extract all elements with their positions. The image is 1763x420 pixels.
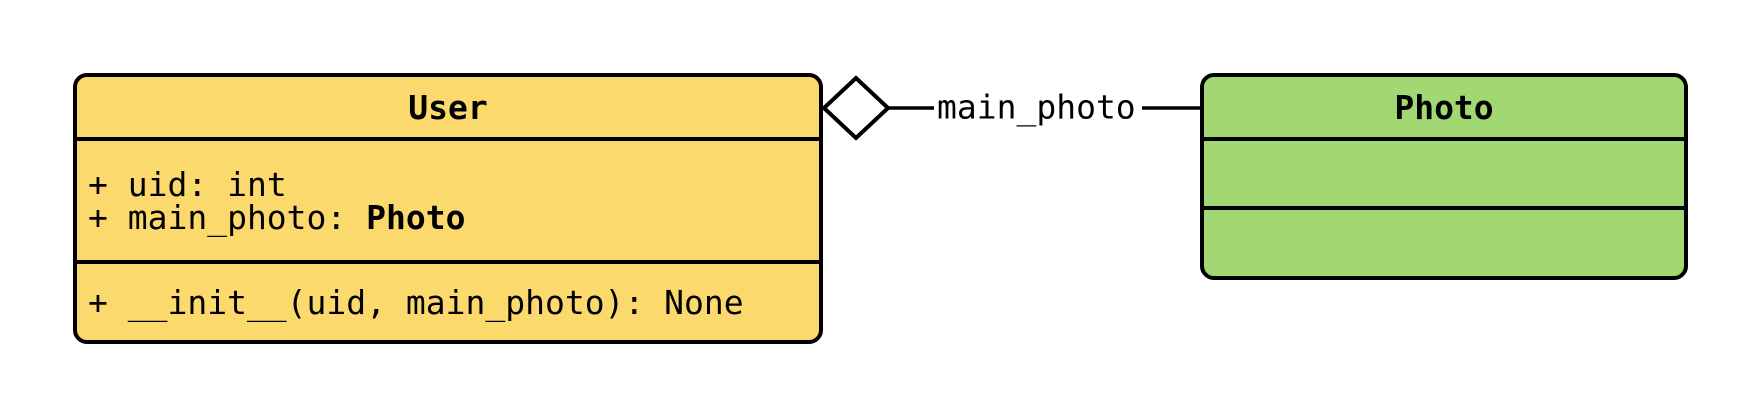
class-title-photo: Photo xyxy=(1204,77,1684,141)
methods-section-user: + __init__(uid, main_photo): None xyxy=(77,264,819,340)
aggregation-diamond-icon xyxy=(821,75,891,141)
attribute-text: + uid: xyxy=(88,164,228,204)
relationship-label: main_photo xyxy=(937,87,1136,127)
methods-section-photo xyxy=(1204,210,1684,276)
attribute-row: + uid: int xyxy=(88,168,819,201)
class-name-user: User xyxy=(408,87,488,127)
attribute-text: + main_photo: xyxy=(88,197,367,237)
attributes-section-user: + uid: int + main_photo: Photo xyxy=(77,141,819,264)
method-row: + __init__(uid, main_photo): None xyxy=(88,286,819,319)
class-box-photo: Photo xyxy=(1200,73,1688,280)
class-title-user: User xyxy=(77,77,819,141)
method-text: + __init__(uid, main_photo): None xyxy=(88,282,744,322)
attribute-type: int xyxy=(227,164,287,204)
attribute-type: Photo xyxy=(366,197,466,237)
class-name-photo: Photo xyxy=(1394,87,1494,127)
attributes-section-photo xyxy=(1204,141,1684,210)
class-box-user: User + uid: int + main_photo: Photo + __… xyxy=(73,73,823,344)
attribute-row: + main_photo: Photo xyxy=(88,201,819,234)
